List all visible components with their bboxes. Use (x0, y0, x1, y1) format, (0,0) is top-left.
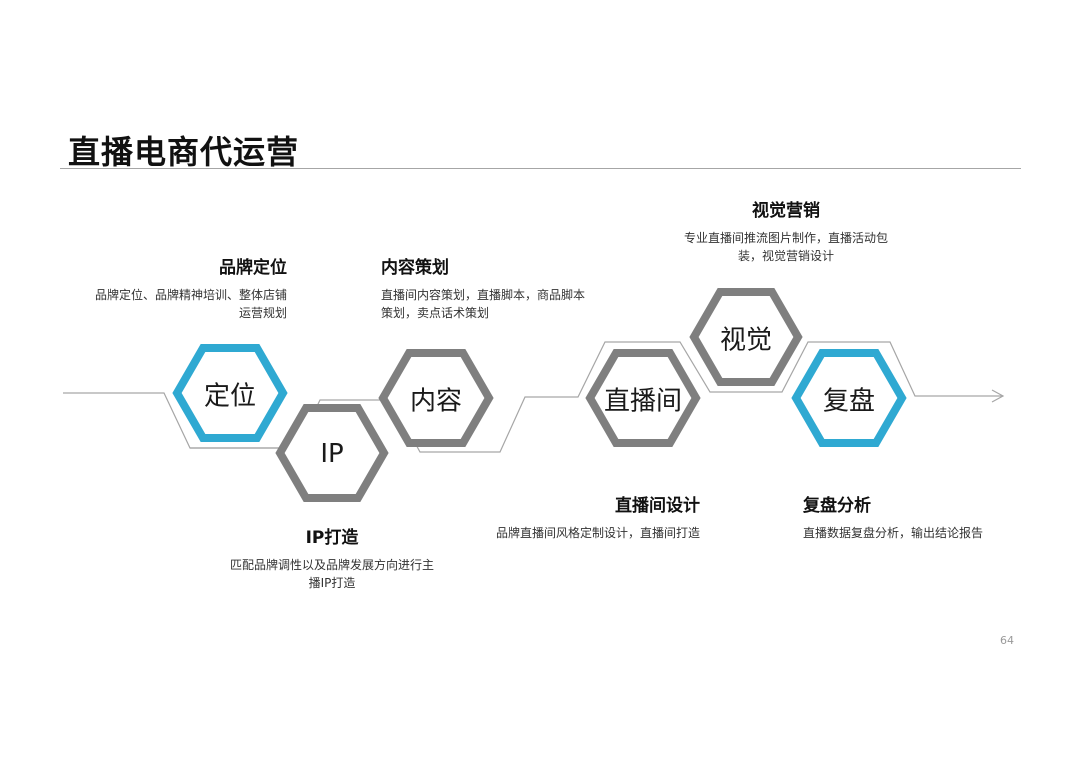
block-visual-marketing: 视觉营销 专业直播间推流图片制作，直播活动包 装，视觉营销设计 (659, 196, 913, 265)
block-heading: 内容策划 (381, 258, 449, 278)
block-desc-line: 装，视觉营销设计 (737, 249, 834, 263)
block-ip-building: IP打造 匹配品牌调性以及品牌发展方向进行主 播IP打造 (207, 523, 457, 592)
block-studio-design: 直播间设计 品牌直播间风格定制设计，直播间打造 (460, 491, 700, 542)
page-title: 直播电商代运营 (68, 133, 300, 171)
block-desc-line: 策划，卖点话术策划 (381, 306, 490, 320)
hexagon-neirong-shape (378, 349, 494, 447)
block-review-analysis: 复盘分析 直播数据复盘分析，输出结论报告 (803, 491, 1023, 542)
hexagon-zhibojian-shape (585, 349, 701, 447)
hexagon-shijue-shape (689, 288, 803, 386)
hexagon-shijue: 视觉 (719, 325, 773, 356)
block-desc-line: 专业直播间推流图片制作，直播活动包 (683, 231, 888, 245)
block-heading: 直播间设计 (615, 496, 700, 516)
block-heading: 复盘分析 (803, 496, 871, 516)
block-heading: 品牌定位 (219, 258, 287, 278)
block-heading: 视觉营销 (752, 201, 820, 221)
page-number: 64 (1000, 634, 1014, 647)
block-brand-positioning: 品牌定位 品牌定位、品牌精神培训、整体店铺 运营规划 (57, 253, 287, 322)
block-content-planning: 内容策划 直播间内容策划，直播脚本，商品脚本 策划，卖点话术策划 (381, 253, 621, 322)
hexagon-fupan-shape (791, 349, 907, 447)
hexagon-neirong: 内容 (409, 386, 463, 417)
hexagon-dingwei: 定位 (203, 381, 257, 412)
block-desc-line: 直播间内容策划，直播脚本，商品脚本 (381, 288, 586, 302)
arrow-head-icon (991, 389, 1005, 403)
hexagon-dingwei-shape (172, 344, 288, 442)
block-desc-line: 匹配品牌调性以及品牌发展方向进行主 (229, 558, 434, 572)
hexagon-fupan: 复盘 (822, 386, 876, 417)
block-desc-line: 品牌直播间风格定制设计，直播间打造 (495, 526, 700, 540)
hexagon-ip-shape (275, 404, 389, 502)
hexagon-ip: IP (320, 439, 344, 469)
title-divider (60, 168, 1021, 169)
block-desc-line: 播IP打造 (308, 576, 356, 590)
block-desc-line: 品牌定位、品牌精神培训、整体店铺 (94, 288, 287, 302)
block-desc-line: 直播数据复盘分析，输出结论报告 (803, 526, 984, 540)
block-desc-line: 运营规划 (238, 306, 287, 320)
block-heading: IP打造 (305, 528, 359, 548)
hexagon-zhibojian: 直播间 (603, 386, 683, 417)
